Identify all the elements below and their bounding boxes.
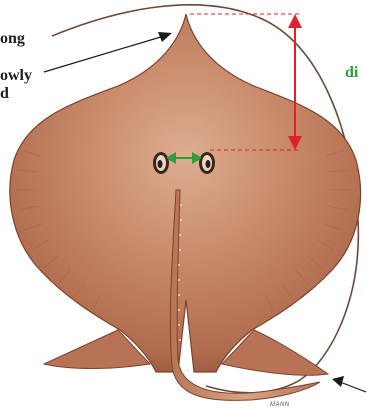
- skate-body: [10, 14, 361, 372]
- tail-pointer-arrow: [332, 376, 366, 392]
- snout-label-line-3: d: [0, 84, 9, 103]
- snout-label-line-2: owly: [0, 66, 32, 85]
- snout-label-line-1: ong: [0, 29, 25, 48]
- eye-right: [199, 152, 215, 174]
- artist-signature: MANN: [270, 402, 290, 409]
- disc-label-partial: di: [345, 63, 358, 82]
- eye-left: [153, 152, 169, 174]
